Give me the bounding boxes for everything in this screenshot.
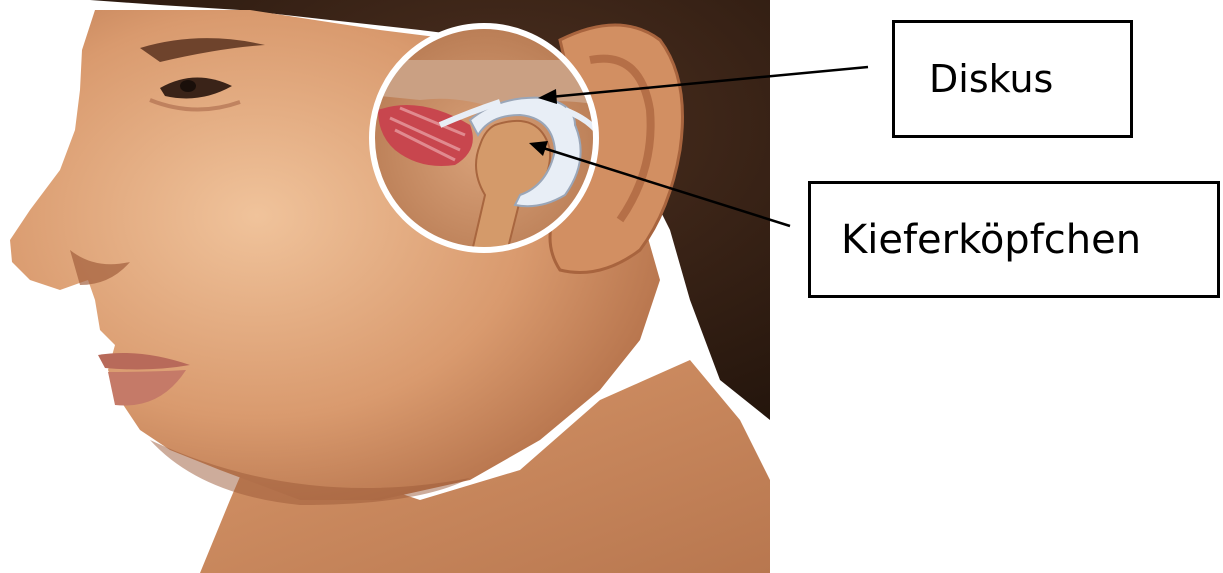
label-condyle-text: Kieferköpfchen: [841, 217, 1141, 263]
eye-highlight: [180, 80, 196, 92]
label-disc: Diskus: [892, 20, 1133, 138]
label-condyle: Kieferköpfchen: [808, 181, 1220, 298]
label-disc-text: Diskus: [929, 57, 1053, 101]
